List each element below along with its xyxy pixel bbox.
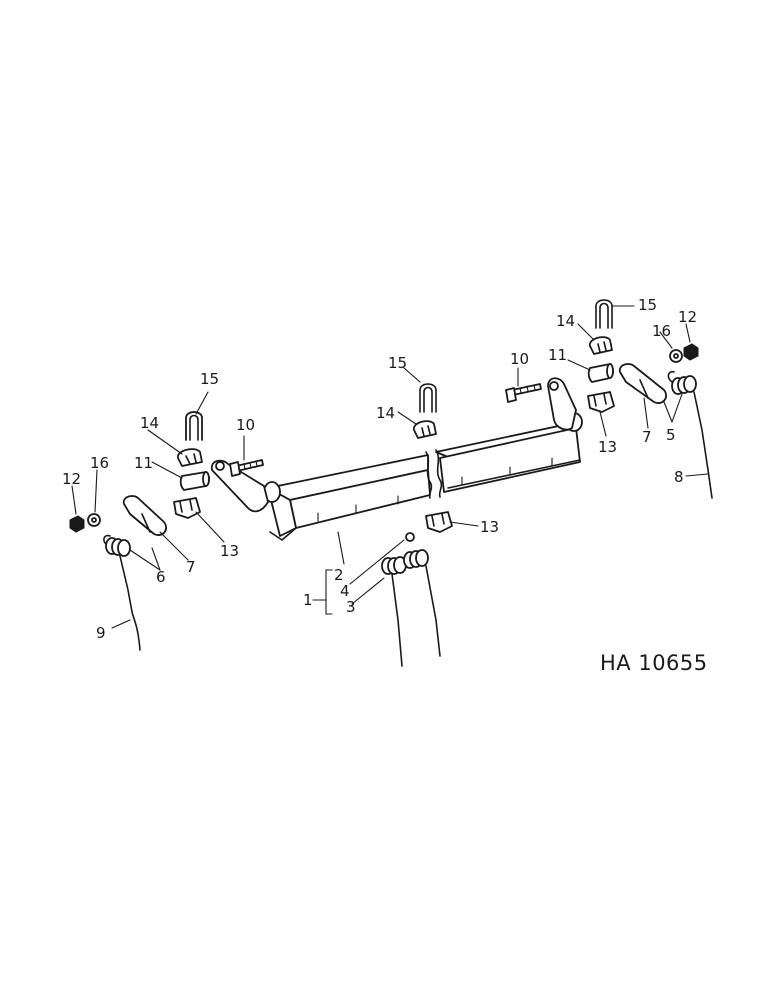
small-nut-center xyxy=(405,532,415,542)
washer-right xyxy=(669,349,683,363)
callout-14-right: 14 xyxy=(556,312,575,330)
callout-14-left: 14 xyxy=(140,414,159,432)
callout-11-right: 11 xyxy=(548,346,567,364)
callout-12-left: 12 xyxy=(62,470,81,488)
callout-9: 9 xyxy=(96,624,106,642)
callout-16-right: 16 xyxy=(652,322,671,340)
callout-15-center: 15 xyxy=(388,354,407,372)
washer-left xyxy=(87,513,101,527)
u-bolt-center xyxy=(419,383,437,413)
callout-labels: 12 16 14 15 11 10 13 7 6 9 2 4 3 1 15 14… xyxy=(62,296,697,642)
lever-arm-right xyxy=(618,363,667,404)
callout-11-left: 11 xyxy=(134,454,153,472)
clamp-half-left xyxy=(177,448,203,467)
main-bar-assembly xyxy=(210,377,583,541)
clamp-half-right xyxy=(589,336,613,355)
nut-left xyxy=(69,515,85,533)
callout-2: 2 xyxy=(334,566,344,584)
coil-spring-right xyxy=(667,370,713,499)
callout-6: 6 xyxy=(156,568,166,586)
callout-13-left: 13 xyxy=(220,542,239,560)
callout-7-right: 7 xyxy=(642,428,652,446)
callout-16-left: 16 xyxy=(90,454,109,472)
callout-3: 3 xyxy=(346,598,356,616)
callout-5: 5 xyxy=(666,426,676,444)
clamp-half-center xyxy=(413,420,437,439)
callout-12-right: 12 xyxy=(678,308,697,326)
callout-10-right: 10 xyxy=(510,350,529,368)
callout-10-left: 10 xyxy=(236,416,255,434)
callout-1: 1 xyxy=(303,591,313,609)
callout-15-left: 15 xyxy=(200,370,219,388)
callout-8: 8 xyxy=(674,468,684,486)
callout-15-right: 15 xyxy=(638,296,657,314)
callout-13-right: 13 xyxy=(598,438,617,456)
bearing-block-left xyxy=(173,497,201,519)
u-bolt-right xyxy=(595,299,613,329)
bushing-left xyxy=(179,471,210,491)
bushing-right xyxy=(587,363,614,383)
callout-13-center: 13 xyxy=(480,518,499,536)
lever-arm-left xyxy=(122,495,167,536)
bearing-block-right xyxy=(587,391,615,413)
callout-7-left: 7 xyxy=(186,558,196,576)
bolt-left xyxy=(229,459,264,477)
drawing-number: HA 10655 xyxy=(600,651,708,675)
double-coil-spring xyxy=(381,549,441,667)
coil-spring-left xyxy=(103,534,141,651)
leader-lines xyxy=(71,305,709,629)
callout-4: 4 xyxy=(340,582,350,600)
callout-14-center: 14 xyxy=(376,404,395,422)
bolt-right xyxy=(505,383,542,403)
bearing-block-center xyxy=(425,511,453,533)
u-bolt-left xyxy=(185,411,203,441)
nut-right xyxy=(683,343,699,361)
